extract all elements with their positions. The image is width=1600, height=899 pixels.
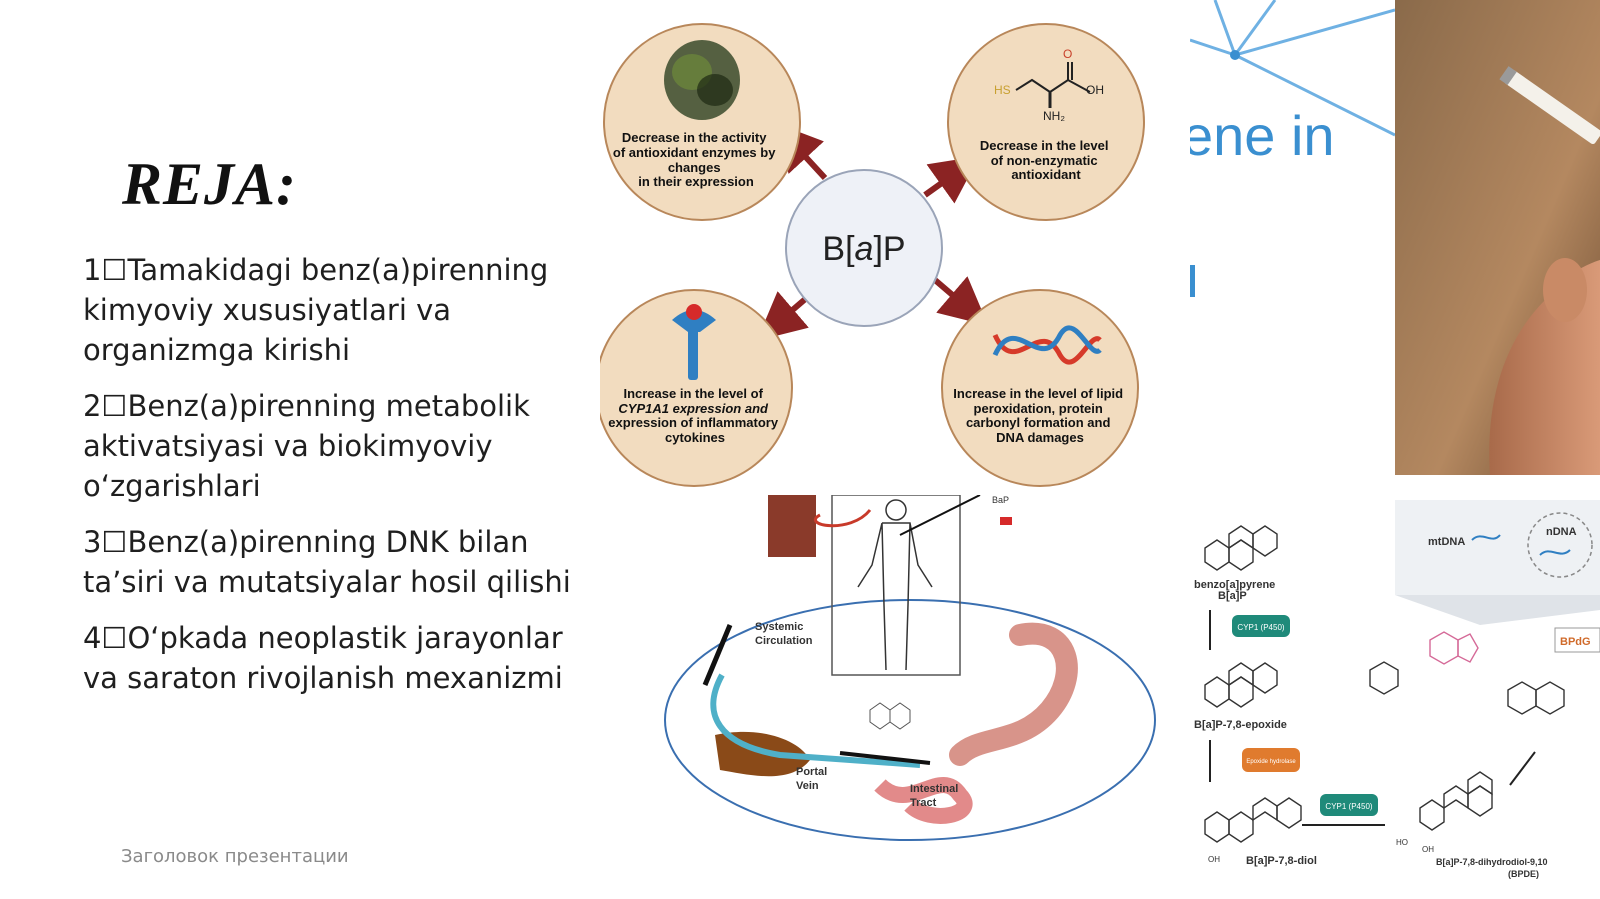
benzopyrene-structure-icon bbox=[1204, 525, 1278, 571]
agenda-item: 1☐Tamakidagi benz(a)pirenning kimyoviy x… bbox=[83, 250, 603, 370]
ndna-label: nDNA bbox=[1546, 526, 1577, 538]
effect-node-label: Increase in the level of lipid peroxidat… bbox=[953, 386, 1126, 445]
bullet-icon: ☐ bbox=[101, 389, 128, 423]
svg-text:OH: OH bbox=[1422, 845, 1434, 854]
effect-node-lipid-peroxidation: Increase in the level of lipid peroxidat… bbox=[941, 289, 1139, 487]
intake-line bbox=[899, 495, 981, 536]
bpdg-badge bbox=[1554, 627, 1600, 653]
agenda-item-text: Benz(a)pirenning metabolik aktivatsiyasi… bbox=[83, 389, 530, 503]
svg-text:Epoxide hydrolase: Epoxide hydrolase bbox=[1246, 759, 1296, 765]
agenda-item-number: 3 bbox=[83, 525, 102, 559]
agenda-item: 2☐Benz(a)pirenning metabolik aktivatsiya… bbox=[83, 386, 603, 506]
bpde-short-label: (BPDE) bbox=[1508, 869, 1539, 879]
agenda-item: 3☐Benz(a)pirenning DNK bilan ta’siri va … bbox=[83, 522, 603, 602]
slide-title: REJA: bbox=[122, 151, 298, 217]
effect-node-non-enzymatic-antioxidant: HS O OH NH₂ Decrease in the level of non… bbox=[947, 23, 1145, 221]
cyp1-enzyme-badge bbox=[1320, 794, 1378, 816]
bap-name-label: benzo[a]pyrene bbox=[1194, 579, 1275, 591]
circulation-ellipse bbox=[664, 599, 1156, 841]
bap-body-distribution-diagram: BaP Systemic Circulation Portal Vein Int… bbox=[664, 495, 1156, 841]
cysteine-molecule-icon: HS O OH NH₂ bbox=[994, 47, 1104, 123]
bap-metabolism-pathway: benzo[a]pyrene B[a]P CYP1 (P450) B[a]P-7… bbox=[1194, 500, 1600, 879]
effect-node-label: Decrease in the level of non-enzymatic a… bbox=[980, 138, 1112, 182]
diol-structure-icon bbox=[1204, 797, 1302, 843]
molecule-small-icon bbox=[869, 702, 911, 730]
dna-small-icon bbox=[1539, 549, 1571, 556]
agenda-item-number: 2 bbox=[83, 389, 102, 423]
effect-node-label: Decrease in the activity of antioxidant … bbox=[613, 130, 779, 189]
dna-helix-icon bbox=[992, 325, 1102, 365]
bullet-icon: ☐ bbox=[101, 525, 128, 559]
background-graphic: ene in bbox=[1190, 0, 1395, 297]
cigarette-small-icon bbox=[1000, 517, 1012, 525]
receptor-icon bbox=[672, 304, 716, 380]
effect-node-label: Increase in the level of CYP1A1 expressi… bbox=[608, 386, 781, 445]
bap-effects-diagram: Decrease in the activity of antioxidant … bbox=[600, 23, 1145, 487]
cigarette-icon bbox=[1499, 66, 1600, 145]
stomach-icon bbox=[949, 622, 1078, 766]
systemic-arrow-icon bbox=[702, 624, 733, 686]
svg-text:NH₂: NH₂ bbox=[1043, 109, 1065, 123]
epoxide-structure-icon bbox=[1204, 662, 1278, 708]
svg-text:CYP1 (P450): CYP1 (P450) bbox=[1237, 623, 1284, 632]
protein-structure-icon bbox=[664, 40, 740, 120]
portal-arrow-icon bbox=[839, 751, 931, 765]
svg-text:O: O bbox=[1063, 47, 1072, 61]
portal-vein-vessel bbox=[710, 673, 921, 768]
background-heading-text: ene in bbox=[1190, 104, 1335, 167]
bullet-icon: ☐ bbox=[101, 253, 128, 287]
effect-node-cyp1a1: Increase in the level of CYP1A1 expressi… bbox=[600, 289, 793, 487]
bap-center-node: B[a]P bbox=[785, 169, 943, 327]
intestine-icon bbox=[874, 777, 973, 824]
systemic-circulation-label: Systemic Circulation bbox=[755, 621, 813, 647]
lung-image-icon bbox=[768, 495, 816, 557]
portal-vein-label: Portal Vein bbox=[796, 766, 830, 792]
agenda-item-number: 4 bbox=[83, 621, 102, 655]
cyp1-enzyme-badge bbox=[1232, 615, 1290, 637]
agenda-item-text: Benz(a)pirenning DNK bilan ta’siri va mu… bbox=[83, 525, 571, 599]
presentation-footer: Заголовок презентации bbox=[121, 846, 349, 867]
dna-small-icon bbox=[1471, 534, 1501, 541]
inhalation-arrow-icon bbox=[813, 509, 872, 528]
body-frame bbox=[831, 495, 961, 676]
agenda-item-text: Tamakidagi benz(a)pirenning kimyoviy xus… bbox=[83, 253, 549, 367]
epoxide-label: B[a]P-7,8-epoxide bbox=[1194, 719, 1287, 731]
diol-label: B[a]P-7,8-diol bbox=[1246, 855, 1317, 867]
bpde-structure-icon bbox=[1419, 771, 1493, 831]
smoking-photo bbox=[1395, 0, 1600, 475]
svg-text:OH: OH bbox=[1086, 83, 1104, 97]
dna-target-box bbox=[1395, 500, 1600, 595]
bap-short-label: B[a]P bbox=[1218, 590, 1247, 602]
mtdna-label: mtDNA bbox=[1428, 536, 1465, 548]
agenda-item-number: 1 bbox=[83, 253, 102, 287]
network-lines-icon bbox=[1190, 0, 1395, 137]
bap-small-label: BaP bbox=[992, 495, 1009, 505]
pathway-arrow-icon bbox=[1509, 751, 1536, 786]
svg-text:CYP1 (P450): CYP1 (P450) bbox=[1325, 802, 1372, 811]
intestinal-tract-label: Intestinal Tract bbox=[910, 783, 961, 809]
bap-center-label: B[a]P bbox=[822, 230, 905, 268]
agenda-list: 1☐Tamakidagi benz(a)pirenning kimyoviy x… bbox=[83, 250, 603, 714]
svg-text:BPdG: BPdG bbox=[1560, 636, 1591, 648]
nucleus-icon bbox=[1527, 512, 1593, 578]
network-node-icon bbox=[1230, 50, 1240, 60]
svg-text:OH: OH bbox=[1208, 855, 1220, 864]
bpde-name-label: B[a]P-7,8-dihydrodiol-9,10 bbox=[1436, 857, 1548, 867]
svg-text:HS: HS bbox=[994, 83, 1011, 97]
agenda-item-text: O‘pkada neoplastik jarayonlar va saraton… bbox=[83, 621, 563, 695]
epoxide-hydrolase-badge bbox=[1242, 748, 1300, 772]
guanine-structure-icon bbox=[1429, 631, 1479, 665]
adduct-structure-icon bbox=[1369, 661, 1565, 715]
human-body-icon bbox=[857, 499, 933, 671]
svg-text:HO: HO bbox=[1396, 838, 1408, 847]
agenda-item: 4☐O‘pkada neoplastik jarayonlar va sarat… bbox=[83, 618, 603, 698]
effect-node-antioxidant-enzymes: Decrease in the activity of antioxidant … bbox=[603, 23, 801, 221]
bullet-icon: ☐ bbox=[101, 621, 128, 655]
background-text-fragment bbox=[1190, 265, 1195, 297]
